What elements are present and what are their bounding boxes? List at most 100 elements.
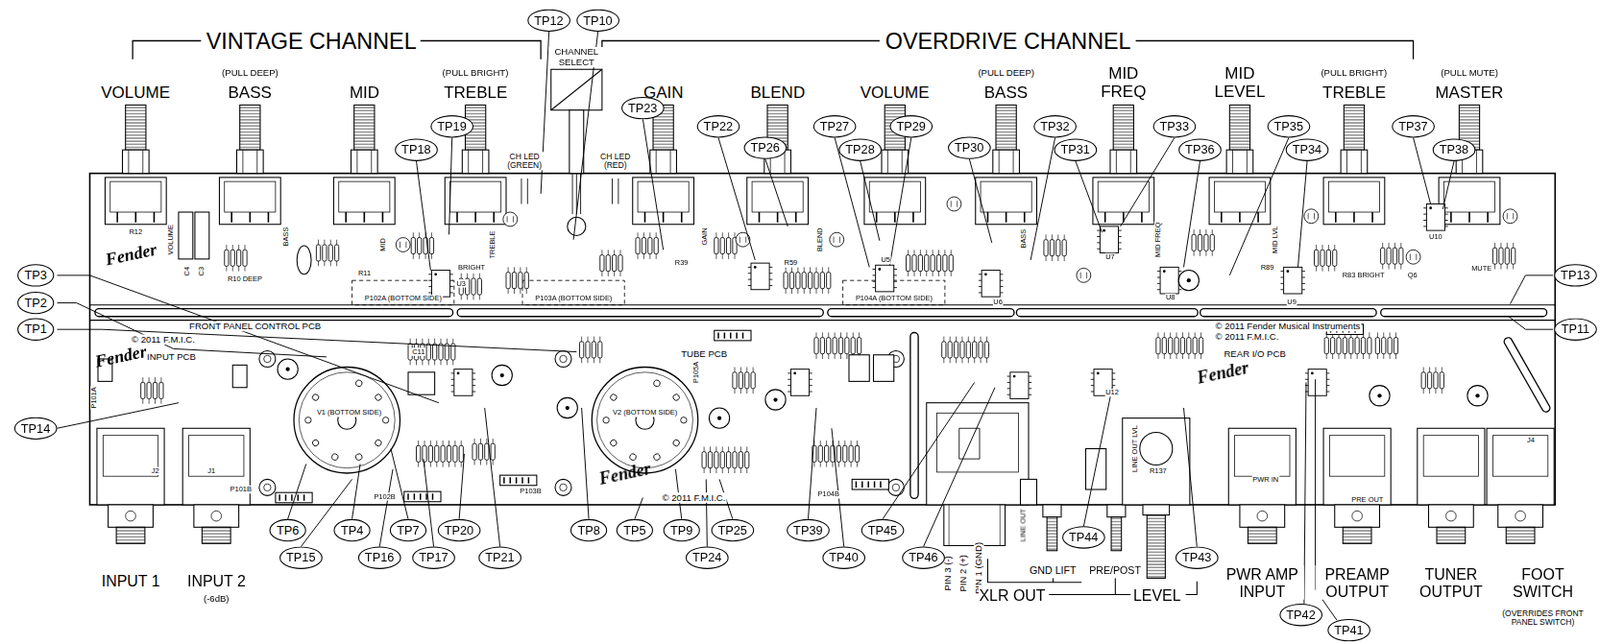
callout-number: TP39 bbox=[793, 523, 823, 538]
control-label: (PULL BRIGHT) bbox=[441, 67, 510, 78]
component-label: P101B bbox=[229, 485, 253, 495]
callout-number: TP44 bbox=[1068, 531, 1098, 546]
callout-number: TP11 bbox=[1561, 322, 1591, 338]
test-point-callout: TP2 bbox=[17, 291, 54, 315]
callout-number: TP1 bbox=[24, 322, 48, 338]
control-label: (PULL DEEP) bbox=[976, 67, 1036, 78]
component-label: R10 DEEP bbox=[226, 275, 264, 285]
callout-number: TP14 bbox=[21, 421, 50, 437]
callout-number: TP38 bbox=[1439, 143, 1469, 158]
board-marking: REAR I/O PCB bbox=[1222, 348, 1286, 360]
component-label: R137 bbox=[1148, 467, 1168, 477]
component-label: U3 bbox=[455, 279, 467, 289]
board-marking: FRONT PANEL CONTROL PCB bbox=[188, 321, 322, 333]
callout-number: TP29 bbox=[896, 119, 925, 134]
channel-heading: VINTAGE CHANNEL bbox=[205, 27, 418, 54]
board-marking: INPUT PCB bbox=[145, 352, 197, 364]
component-label: Q6 bbox=[1406, 271, 1419, 281]
callout-number: TP8 bbox=[577, 523, 600, 538]
component-label: P103A (BOTTOM SIDE) bbox=[533, 294, 613, 304]
test-point-callout: TP38 bbox=[1431, 139, 1476, 162]
component-label: P104B bbox=[817, 490, 841, 500]
component-label: LINE OUT LVL bbox=[1130, 424, 1140, 474]
component-label: TREBLE bbox=[487, 229, 497, 260]
callout-number: TP16 bbox=[364, 551, 394, 566]
component-label: LINE OUT bbox=[1019, 508, 1029, 543]
callout-number: TP46 bbox=[908, 551, 938, 566]
jack-label: PIN 2 (+) bbox=[958, 554, 970, 594]
control-label: MASTER bbox=[1433, 83, 1504, 103]
test-point-callout: TP34 bbox=[1284, 139, 1329, 162]
callout-number: TP33 bbox=[1160, 119, 1189, 134]
control-label: BLEND bbox=[749, 83, 806, 103]
board-marking: Fender bbox=[1193, 358, 1251, 389]
test-point-callout: TP15 bbox=[279, 547, 323, 570]
control-label: (PULL MUTE) bbox=[1439, 67, 1500, 78]
test-point-callout: TP45 bbox=[860, 519, 904, 542]
component-label: BASS bbox=[281, 226, 291, 248]
lower-board-components bbox=[97, 324, 1488, 504]
control-label: (PULL BRIGHT) bbox=[1319, 67, 1388, 78]
test-point-callout: TP23 bbox=[621, 96, 665, 120]
jack-label: PRE/POST bbox=[1088, 565, 1142, 578]
callout-number: TP45 bbox=[868, 523, 897, 538]
component-label: R83 BRIGHT bbox=[1341, 271, 1386, 281]
test-point-callout: TP41 bbox=[1327, 619, 1371, 642]
test-point-callout: TP21 bbox=[478, 547, 522, 570]
test-point-callout: TP5 bbox=[616, 519, 654, 542]
jack-label: GND LIFT bbox=[1028, 565, 1078, 578]
board-marking: V1 (BOTTOM SIDE) bbox=[315, 409, 383, 418]
board-marking: Fender bbox=[596, 459, 654, 490]
control-label: MID FREQ bbox=[1096, 63, 1150, 101]
board-marking: © 2011 F.M.I.C. bbox=[661, 492, 728, 504]
callout-number: TP32 bbox=[1040, 119, 1069, 134]
callout-number: TP40 bbox=[828, 551, 858, 566]
test-point-callout: TP10 bbox=[576, 9, 620, 32]
board-marking: Fender bbox=[101, 239, 159, 270]
test-point-callout: TP33 bbox=[1152, 115, 1196, 138]
component-label: BLEND bbox=[815, 226, 825, 253]
callout-number: TP5 bbox=[623, 523, 646, 538]
board-marking: Fender bbox=[92, 341, 149, 373]
test-point-callout: TP12 bbox=[527, 9, 571, 32]
callout-number: TP20 bbox=[444, 523, 474, 538]
callout-number: TP37 bbox=[1398, 119, 1428, 134]
component-label: P102A (BOTTOM SIDE) bbox=[363, 294, 443, 304]
test-point-callout: TP40 bbox=[822, 547, 866, 570]
jack-label: (OVERRIDES FRONT PANEL SWITCH) bbox=[1498, 608, 1589, 629]
component-label: U10 bbox=[1428, 232, 1444, 242]
component-label: BRIGHT bbox=[457, 263, 486, 272]
component-label: BASS bbox=[1018, 228, 1028, 250]
callout-number: TP24 bbox=[692, 551, 722, 566]
control-label: VOLUME bbox=[99, 83, 171, 103]
callout-number: TP18 bbox=[401, 143, 431, 158]
test-point-callout: TP32 bbox=[1033, 115, 1077, 138]
callout-number: TP12 bbox=[533, 13, 563, 28]
component-label: PRE OUT bbox=[1350, 495, 1384, 505]
callout-number: TP13 bbox=[1560, 267, 1590, 283]
control-label: (PULL DEEP) bbox=[220, 67, 280, 78]
callout-number: TP10 bbox=[582, 13, 612, 28]
callout-number: TP4 bbox=[340, 523, 364, 538]
test-point-callout: TP18 bbox=[394, 139, 438, 162]
channel-heading: OVERDRIVE CHANNEL bbox=[884, 27, 1133, 54]
component-label: P101A bbox=[89, 386, 98, 410]
test-point-callout: TP17 bbox=[412, 547, 456, 570]
component-label: MID FREQ bbox=[1154, 220, 1164, 258]
callout-number: TP30 bbox=[954, 141, 984, 156]
test-point-callout: TP25 bbox=[710, 519, 754, 542]
test-point-callout: TP46 bbox=[901, 547, 946, 570]
jack-label: XLR OUT bbox=[977, 585, 1046, 604]
test-point-callout: TP31 bbox=[1053, 139, 1097, 162]
test-point-callout: TP29 bbox=[889, 115, 933, 138]
control-label: CHANNEL SELECT bbox=[549, 46, 605, 68]
callout-number: TP23 bbox=[628, 100, 657, 116]
component-label: U8 bbox=[1164, 293, 1177, 303]
board-marking: TUBE PCB bbox=[679, 348, 728, 360]
component-label: PWR IN bbox=[1251, 475, 1280, 485]
component-label: C11 bbox=[411, 347, 426, 357]
test-point-callout: TP13 bbox=[1553, 264, 1598, 287]
component-label: C4 bbox=[182, 266, 192, 278]
test-point-callout: TP37 bbox=[1391, 115, 1435, 138]
